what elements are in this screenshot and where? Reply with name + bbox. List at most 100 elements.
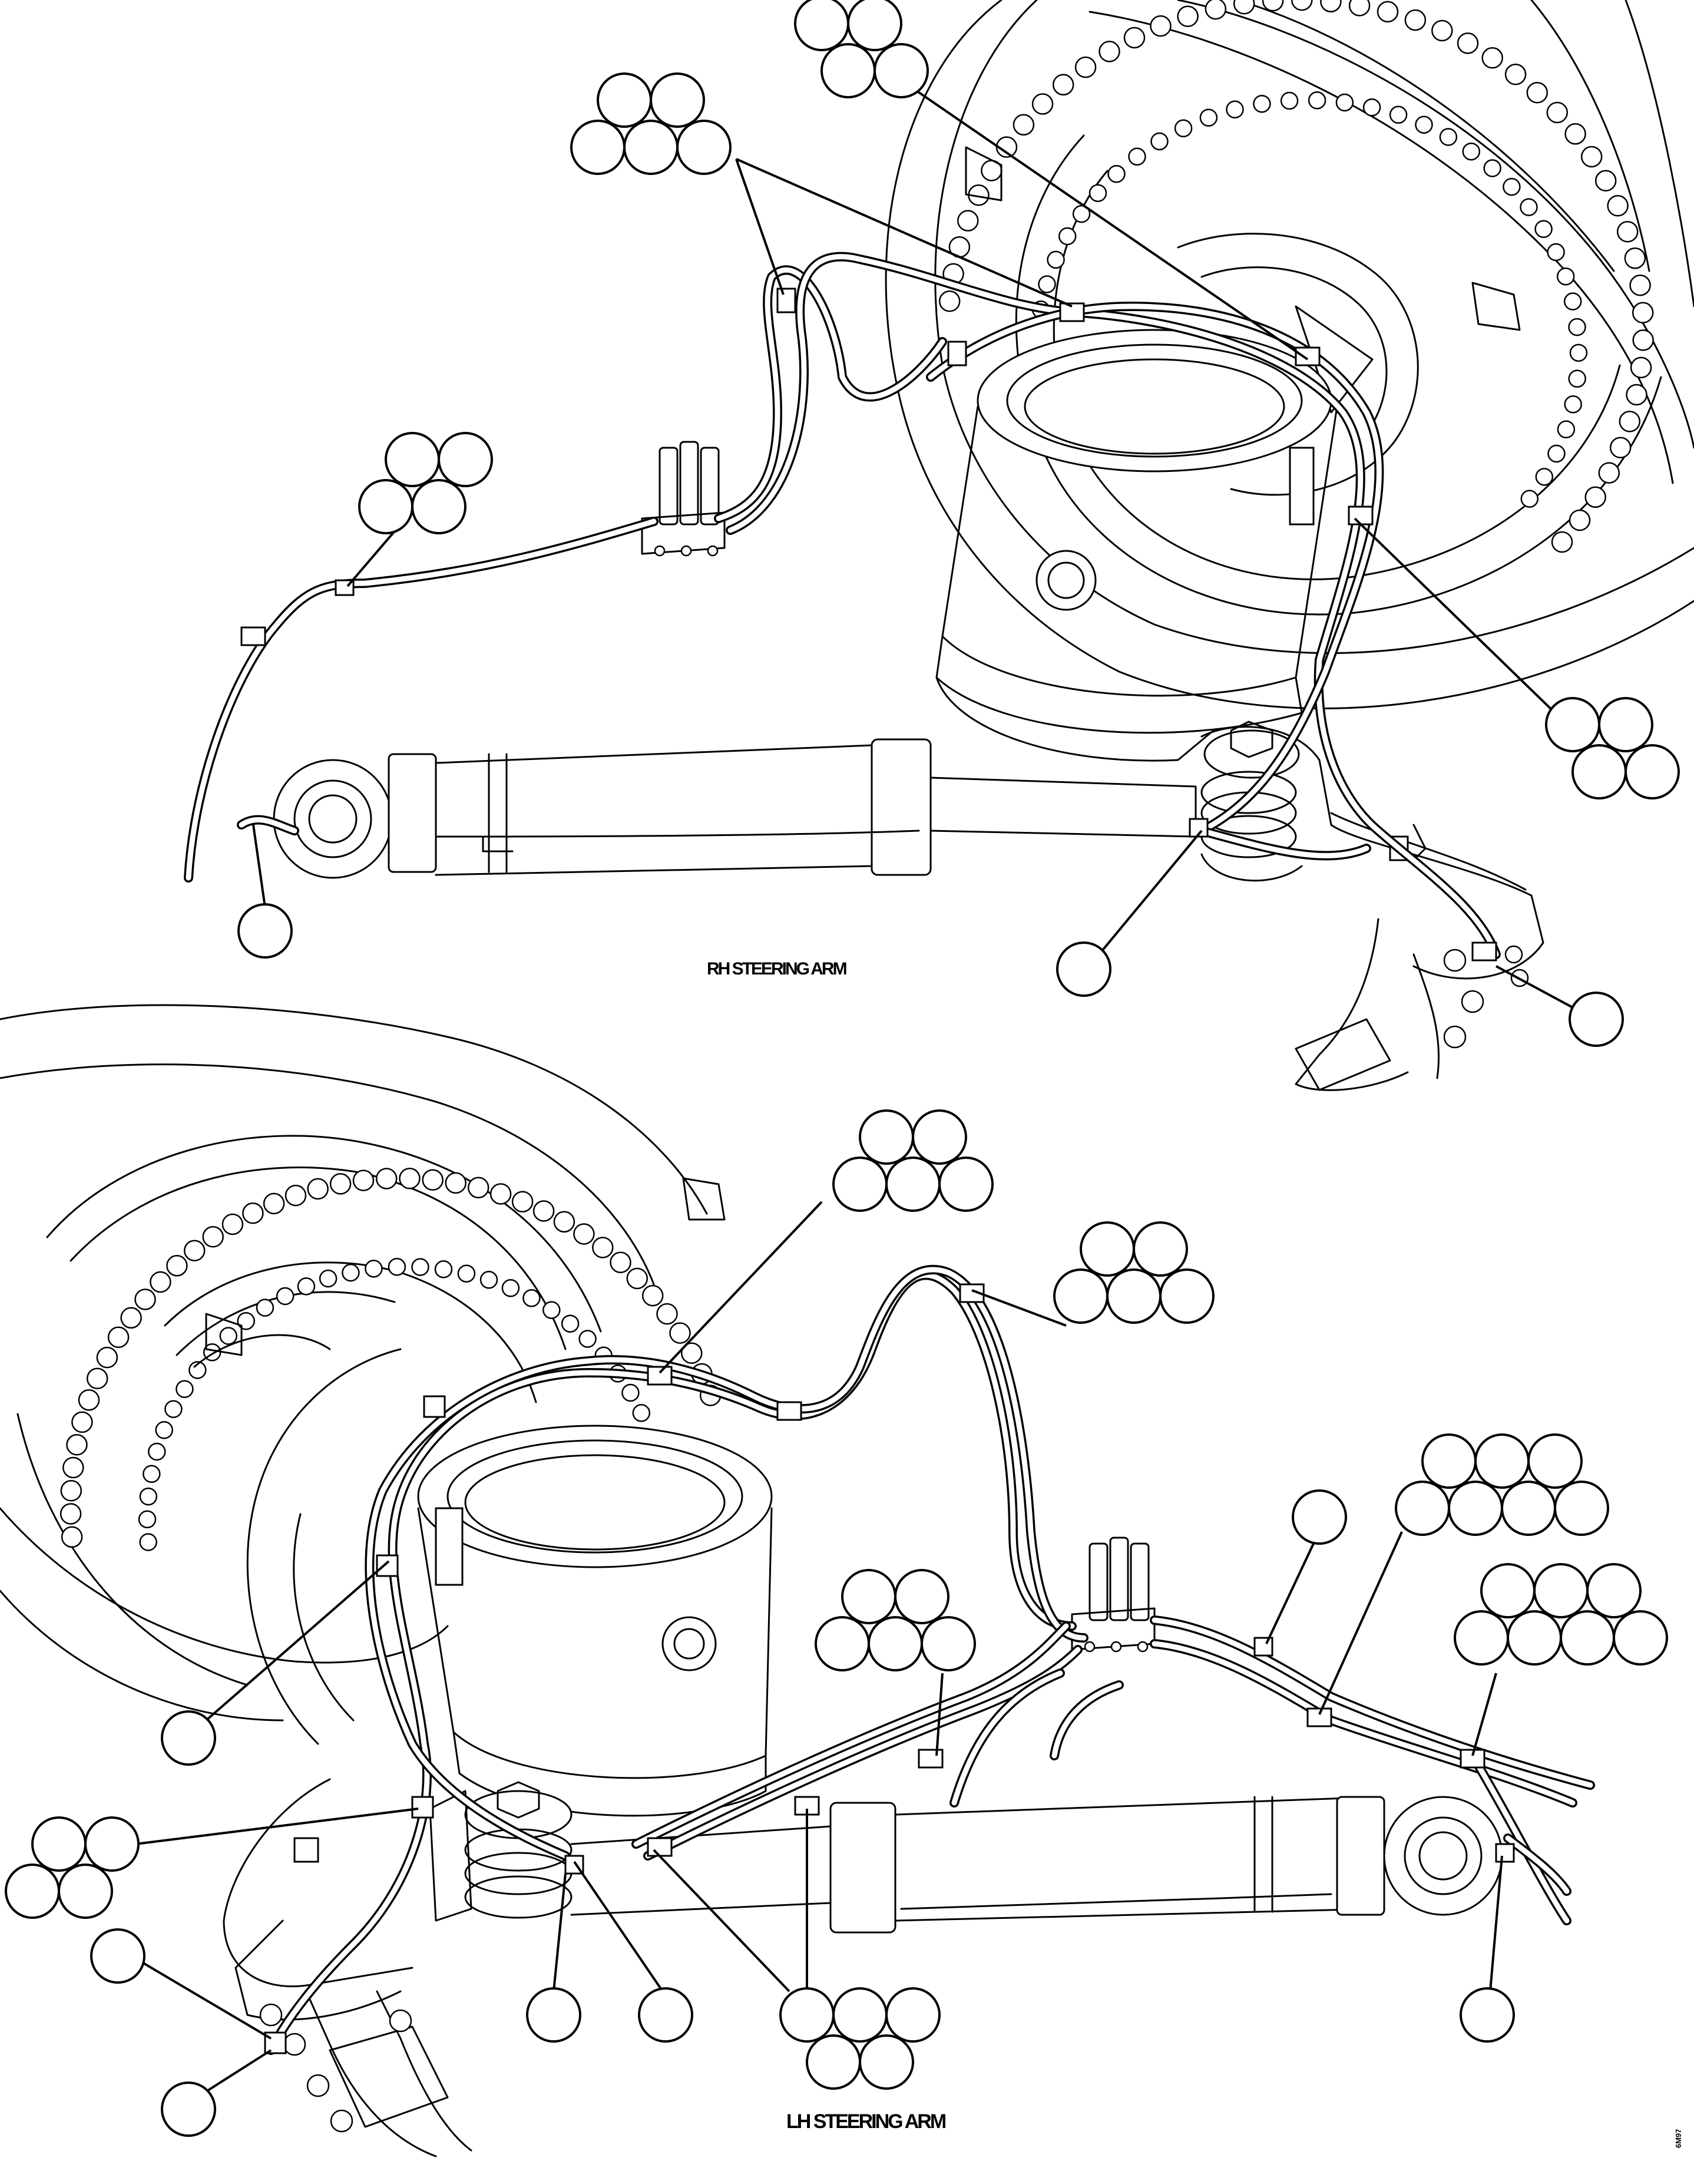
brake-bolt-icon [1557, 420, 1576, 439]
brake-bolt-icon [1520, 198, 1538, 216]
brake-bolt-icon [1547, 444, 1566, 463]
brake-bolt-icon [479, 1271, 498, 1289]
brake-bolt-icon [1481, 47, 1503, 69]
brake-bolt-icon [467, 1177, 489, 1199]
brake-bolt-icon [561, 1314, 580, 1333]
brake-bolt-icon [139, 1533, 157, 1551]
brake-bolt-icon [342, 1263, 360, 1282]
rh-steering-collar [1200, 721, 1544, 1091]
brake-bolt-icon [60, 1479, 82, 1502]
lh-hydraulic-hoses [264, 1264, 1595, 2055]
brake-bolt-icon [1226, 100, 1244, 119]
brake-bolt-icon [669, 1322, 691, 1344]
brake-bolt-icon [297, 1277, 316, 1296]
rh-hydraulic-hoses [184, 252, 1501, 962]
brake-bolt-icon [578, 1330, 597, 1348]
lh-view-caption: LH STEERING ARM [786, 2110, 947, 2133]
brake-bolt-icon [1280, 91, 1299, 110]
brake-bolt-icon [263, 1192, 285, 1215]
brake-bolt-icon [1253, 94, 1271, 113]
brake-bolt-icon [1013, 114, 1035, 136]
brake-bolt-icon [1580, 146, 1603, 168]
brake-bolt-icon [1483, 159, 1501, 177]
brake-bolt-icon [1630, 356, 1652, 379]
brake-bolt-icon [1547, 243, 1565, 262]
brake-bolt-icon [155, 1421, 173, 1439]
figure-id: 6M97 [1674, 2129, 1683, 2148]
brake-bolt-icon [352, 1169, 375, 1191]
brake-bolt-icon [573, 1223, 595, 1245]
brake-bolt-icon [134, 1288, 156, 1310]
brake-bolt-icon [1052, 74, 1074, 96]
brake-bolt-icon [457, 1264, 476, 1283]
brake-bolt-icon [1058, 227, 1077, 246]
brake-bolt-icon [1568, 369, 1586, 388]
brake-bolt-icon [522, 1289, 541, 1307]
brake-bolt-icon [78, 1389, 100, 1411]
brake-bolt-icon [1128, 147, 1146, 166]
brake-bolt-icon [1598, 462, 1620, 484]
brake-bolt-icon [166, 1255, 188, 1277]
brake-bolt-icon [388, 1258, 406, 1276]
brake-bolt-icon [176, 1380, 194, 1398]
brake-bolt-icon [592, 1237, 614, 1258]
brake-bolt-icon [1556, 267, 1575, 286]
brake-bolt-icon [164, 1400, 183, 1418]
brake-bolt-icon [59, 1503, 82, 1525]
brake-bolt-icon [1174, 119, 1193, 138]
brake-bolt-icon [1415, 115, 1433, 134]
brake-bolt-icon [61, 1526, 83, 1548]
brake-bolt-icon [399, 1167, 421, 1190]
brake-bolt-icon [1205, 0, 1227, 20]
brake-bolt-icon [422, 1169, 444, 1191]
brake-bolt-icon [329, 1173, 352, 1195]
brake-bolt-icon [276, 1287, 295, 1306]
brake-bolt-icon [1457, 32, 1479, 54]
brake-bolt-icon [1632, 329, 1654, 351]
brake-bolt-icon [148, 1442, 166, 1461]
lh-callouts [5, 1109, 1668, 2137]
brake-bolt-icon [532, 1200, 555, 1222]
brake-bolt-icon [1107, 164, 1126, 183]
brake-bolt-icon [1526, 81, 1549, 104]
lh-steering-actuator [570, 1796, 1503, 1934]
brake-bolt-icon [221, 1213, 244, 1235]
brake-bolt-icon [375, 1168, 398, 1190]
brake-bolt-icon [1348, 0, 1371, 16]
brake-bolt-icon [1629, 274, 1651, 296]
brake-bolt-icon [139, 1487, 158, 1506]
brake-bolt-icon [1233, 0, 1255, 15]
brake-bolt-icon [656, 1303, 678, 1325]
brake-bolt-icon [319, 1269, 338, 1288]
brake-bolt-icon [138, 1510, 157, 1529]
brake-bolt-icon [1503, 177, 1521, 196]
brake-bolt-icon [610, 1251, 631, 1273]
brake-bolt-icon [1088, 184, 1107, 202]
rh-callouts [237, 0, 1680, 1047]
brake-bolt-icon [62, 1456, 84, 1479]
brake-bolt-icon [66, 1433, 88, 1456]
brake-bolt-icon [1177, 5, 1199, 27]
brake-bolt-icon [1626, 384, 1647, 406]
brake-bolt-icon [1362, 98, 1381, 117]
brake-bolt-icon [219, 1327, 238, 1345]
brake-bolt-icon [1389, 105, 1408, 124]
brake-bolt-icon [150, 1271, 171, 1293]
brake-bolt-icon [957, 210, 979, 232]
brake-bolt-icon [1038, 275, 1056, 293]
brake-bolt-icon [632, 1404, 651, 1422]
brake-bolt-icon [489, 1183, 512, 1205]
rh-view-caption: RH STEERING ARM [707, 959, 848, 979]
brake-bolt-icon [680, 1342, 703, 1364]
brake-bolt-icon [307, 1178, 329, 1200]
rh-wheel-brake-assembly [885, 0, 1694, 709]
brake-bolt-icon [1335, 93, 1354, 112]
brake-bolt-icon [1072, 204, 1091, 223]
rh-view [184, 0, 1694, 1091]
brake-bolt-icon [183, 1240, 206, 1261]
brake-bolt-icon [1150, 15, 1172, 37]
brake-bolt-icon [501, 1279, 520, 1297]
brake-bolt-icon [1619, 411, 1641, 432]
brake-bolt-icon [1546, 101, 1569, 124]
